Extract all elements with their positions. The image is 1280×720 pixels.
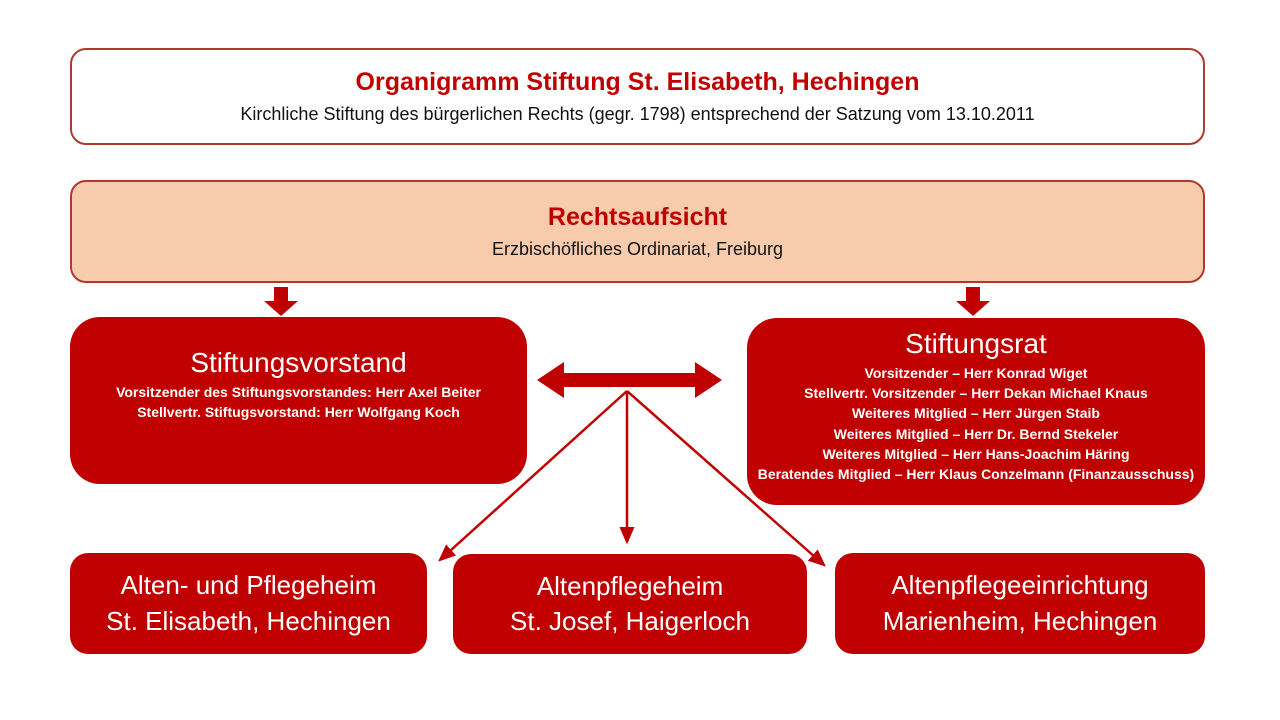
stiftungsvorstand-member: Stellvertr. Stiftugsvorstand: Herr Wolfg… — [137, 404, 460, 421]
stiftungsrat-member: Weiteres Mitglied – Herr Jürgen Staib — [852, 405, 1100, 422]
facility-name-line2: St. Elisabeth, Hechingen — [106, 605, 391, 636]
facility-box-st-josef: Altenpflegeheim St. Josef, Haigerloch — [453, 554, 807, 654]
arrow-down-to-rat-icon — [956, 287, 990, 316]
rechtsaufsicht-box: Rechtsaufsicht Erzbischöfliches Ordinari… — [70, 180, 1205, 283]
stiftungsrat-title: Stiftungsrat — [905, 328, 1047, 359]
stiftungsvorstand-member: Vorsitzender des Stiftungsvorstandes: He… — [116, 384, 481, 401]
page-subtitle: Kirchliche Stiftung des bürgerlichen Rec… — [240, 104, 1035, 125]
page-title: Organigramm Stiftung St. Elisabeth, Hech… — [355, 67, 920, 96]
facility-box-st-elisabeth: Alten- und Pflegeheim St. Elisabeth, Hec… — [70, 553, 427, 654]
stiftungsrat-member: Stellvertr. Vorsitzender – Herr Dekan Mi… — [804, 385, 1148, 402]
facility-name-line1: Alten- und Pflegeheim — [120, 570, 377, 601]
facility-name-line1: Altenpflegeheim — [536, 570, 724, 601]
arrow-down-to-vorstand-icon — [264, 287, 298, 316]
facility-name-line2: Marienheim, Hechingen — [882, 605, 1158, 636]
rechtsaufsicht-subtitle: Erzbischöfliches Ordinariat, Freiburg — [491, 239, 784, 260]
stiftungsrat-member: Beratendes Mitglied – Herr Klaus Conzelm… — [757, 466, 1195, 483]
facility-name-line2: St. Josef, Haigerloch — [510, 606, 750, 636]
facility-name-line1: Altenpflegeeinrichtung — [891, 570, 1149, 601]
rechtsaufsicht-title: Rechtsaufsicht — [547, 202, 728, 231]
stiftungsrat-box: Stiftungsrat Vorsitzender – Herr Konrad … — [747, 318, 1205, 505]
title-box: Organigramm Stiftung St. Elisabeth, Hech… — [70, 48, 1205, 145]
stiftungsvorstand-title: Stiftungsvorstand — [190, 347, 407, 379]
stiftungsrat-member: Weiteres Mitglied – Herr Hans-Joachim Hä… — [822, 445, 1130, 462]
stiftungsvorstand-box: Stiftungsvorstand Vorsitzender des Stift… — [70, 317, 527, 484]
double-arrow-vorstand-rat-icon — [537, 362, 722, 398]
facility-box-marienheim: Altenpflegeeinrichtung Marienheim, Hechi… — [835, 553, 1205, 654]
stiftungsrat-member: Vorsitzender – Herr Konrad Wiget — [864, 364, 1088, 381]
stiftungsrat-member: Weiteres Mitglied – Herr Dr. Bernd Steke… — [833, 425, 1119, 442]
